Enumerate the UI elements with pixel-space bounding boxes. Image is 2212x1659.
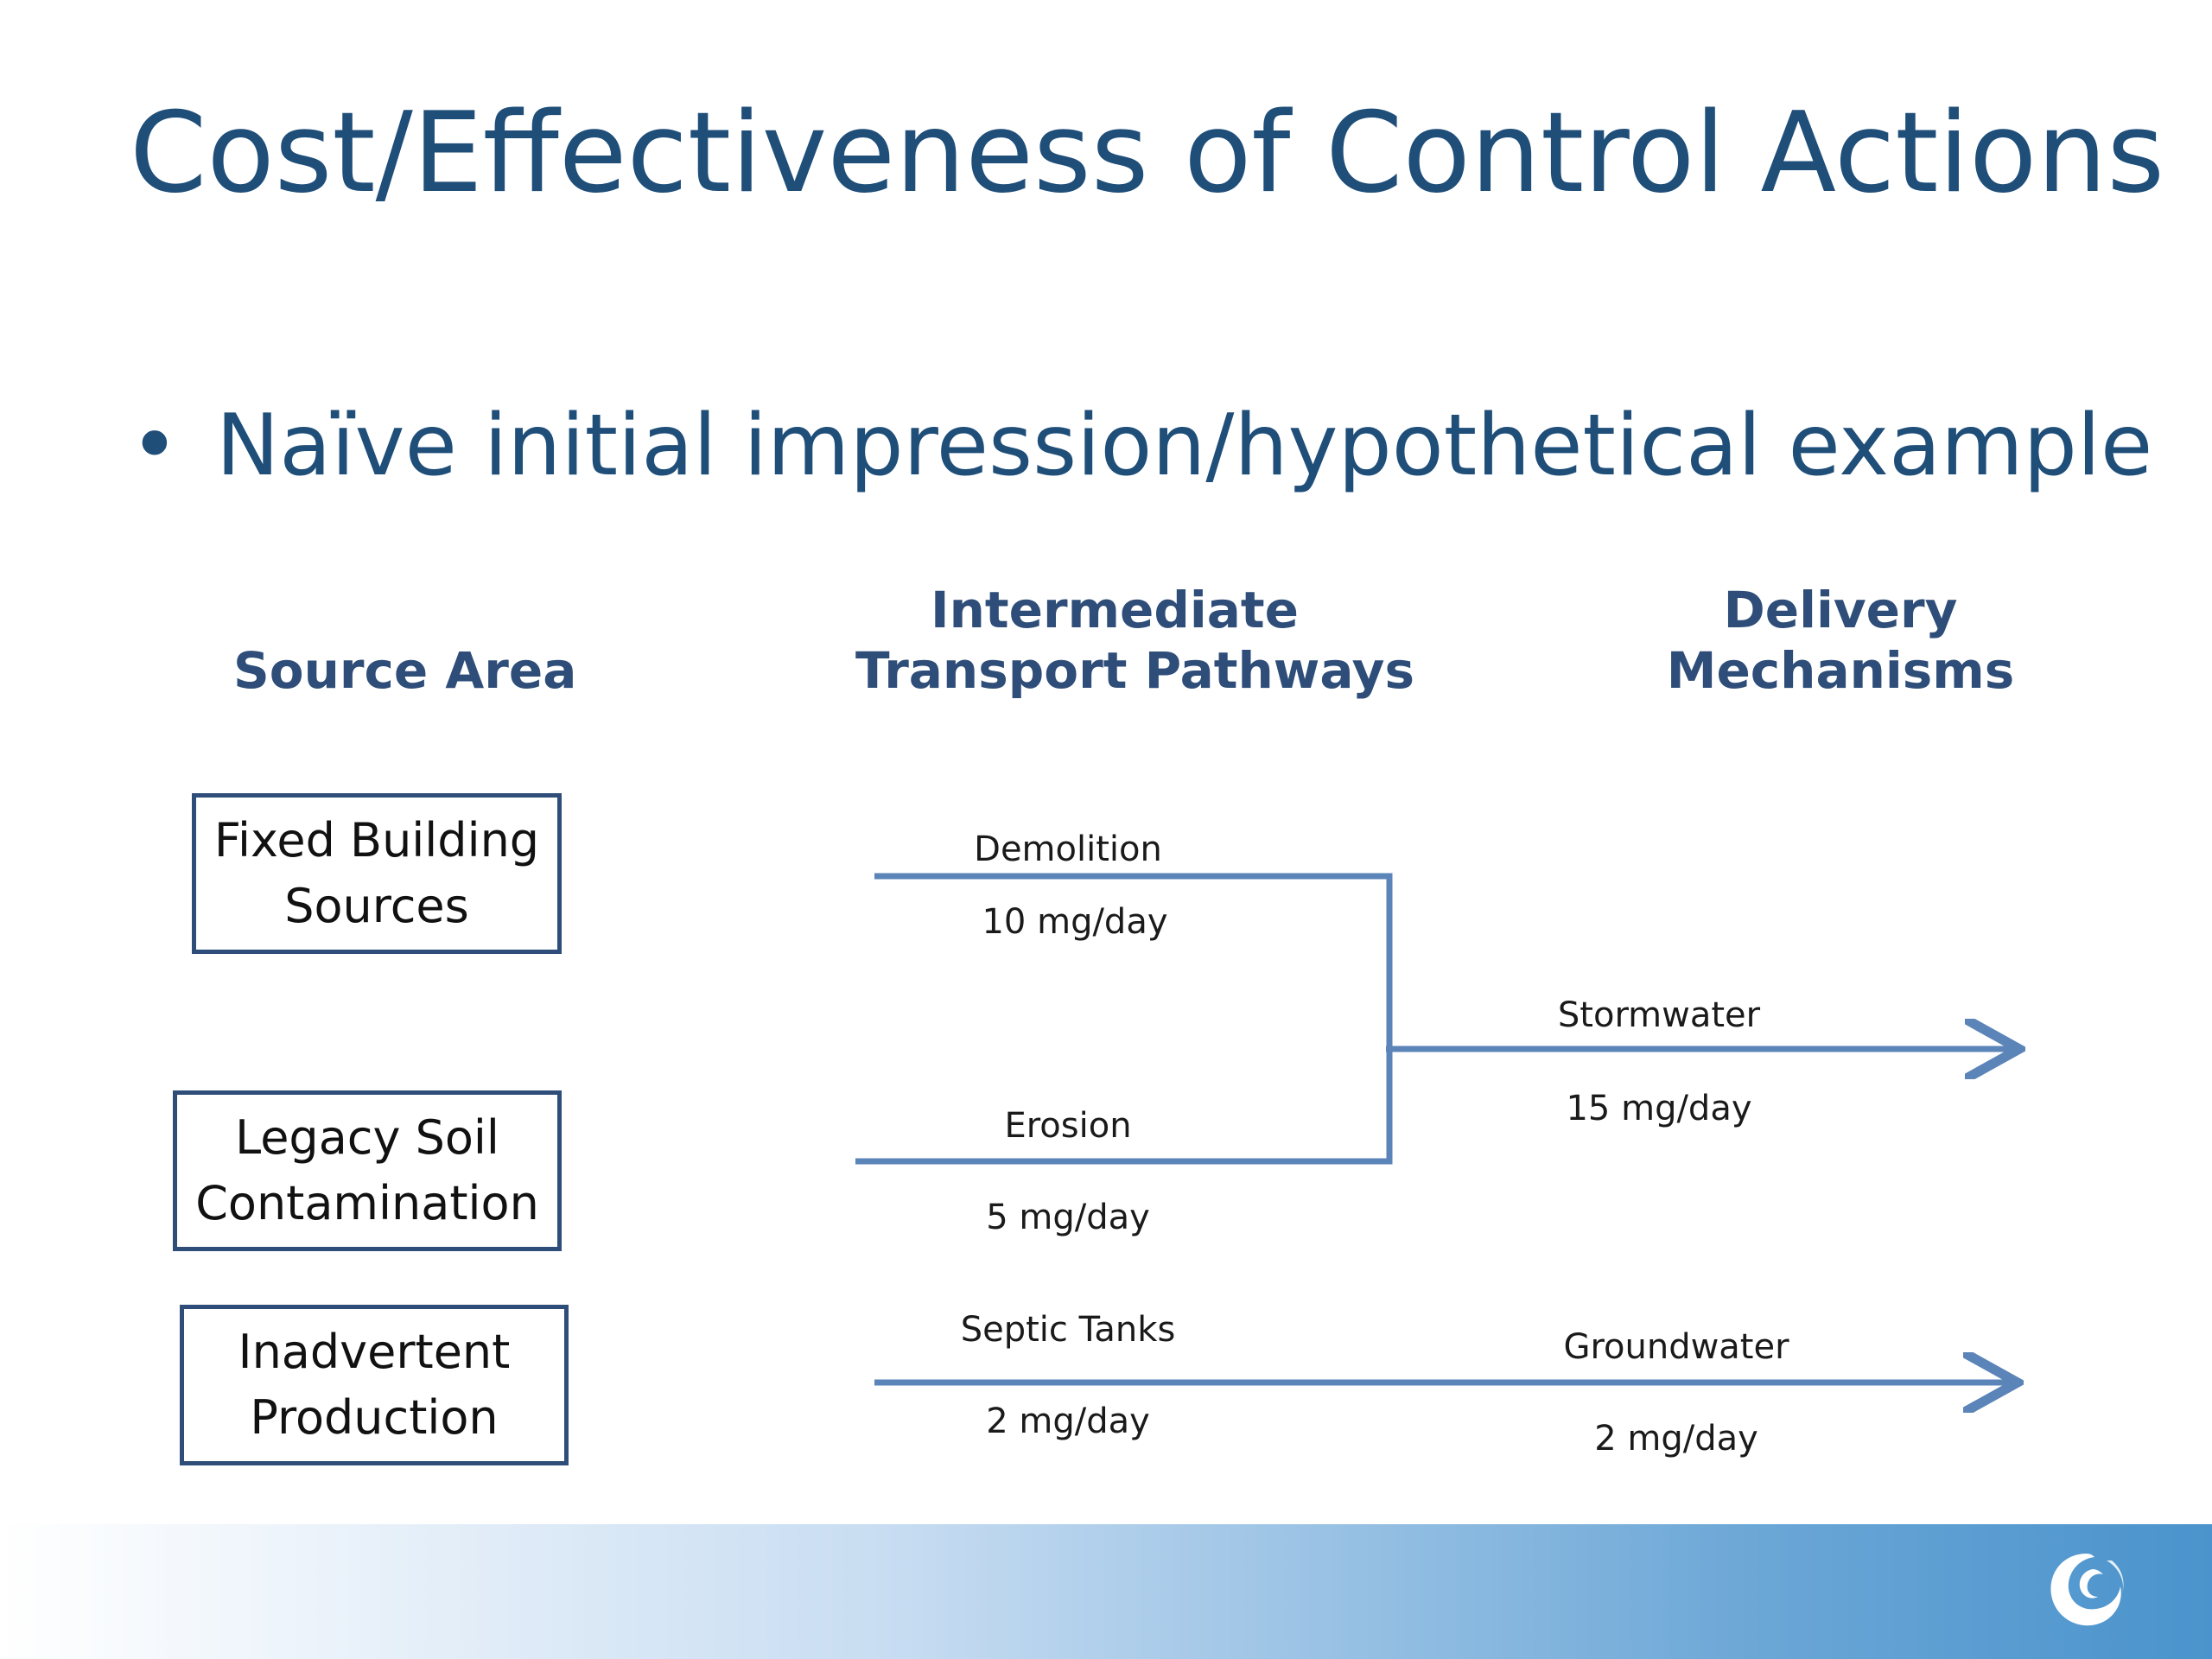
header-delivery-line2: Mechanisms xyxy=(1666,641,2015,700)
source-box-inadvertent: Inadvertent Production xyxy=(180,1305,569,1465)
delivery-rate-groundwater: 2 mg/day xyxy=(1594,1419,1758,1459)
header-intermediate-line1: Intermediate xyxy=(931,581,1299,639)
source-box-line: Sources xyxy=(284,879,469,933)
source-box-line: Production xyxy=(250,1390,499,1445)
pathway-label-demolition: Demolition xyxy=(974,830,1162,869)
pathway-label-erosion: Erosion xyxy=(1004,1106,1132,1146)
header-source-area: Source Area xyxy=(233,640,577,701)
delivery-rate-stormwater: 15 mg/day xyxy=(1566,1089,1752,1128)
source-box-line: Fixed Building xyxy=(213,813,540,868)
source-box-legacy-soil: Legacy Soil Contamination xyxy=(173,1090,562,1251)
slide-title: Cost/Effectiveness of Control Actions xyxy=(130,89,2165,218)
source-box-line: Legacy Soil xyxy=(235,1110,499,1165)
source-box-fixed-building: Fixed Building Sources xyxy=(192,793,562,954)
delivery-label-stormwater: Stormwater xyxy=(1557,995,1761,1035)
delivery-label-groundwater: Groundwater xyxy=(1563,1327,1789,1367)
source-box-line: Inadvertent xyxy=(238,1325,511,1379)
source-box-line: Contamination xyxy=(195,1176,539,1230)
bullet-dot-icon: • xyxy=(130,397,180,495)
flow-diagram xyxy=(855,873,2212,1524)
pathway-rate-erosion: 5 mg/day xyxy=(986,1198,1150,1237)
pathway-rate-demolition: 10 mg/day xyxy=(982,902,1168,942)
swirl-logo-icon xyxy=(2050,1554,2124,1626)
header-intermediate-line2: Transport Pathways xyxy=(855,641,1415,700)
bullet-item: • Naïve initial impression/hypothetical e… xyxy=(130,396,2152,498)
header-intermediate-pathways: Intermediate Transport Pathways xyxy=(855,580,1415,701)
pathway-label-septic-tanks: Septic Tanks xyxy=(960,1310,1176,1350)
header-delivery-mechanisms: Delivery Mechanisms xyxy=(1659,580,2022,701)
footer-band xyxy=(0,1524,2212,1659)
bullet-text: Naïve initial impression/hypothetical ex… xyxy=(216,397,2153,495)
header-delivery-line1: Delivery xyxy=(1723,581,1958,639)
header-source-area-line1: Source Area xyxy=(233,641,577,700)
pathway-rate-septic-tanks: 2 mg/day xyxy=(986,1402,1150,1441)
